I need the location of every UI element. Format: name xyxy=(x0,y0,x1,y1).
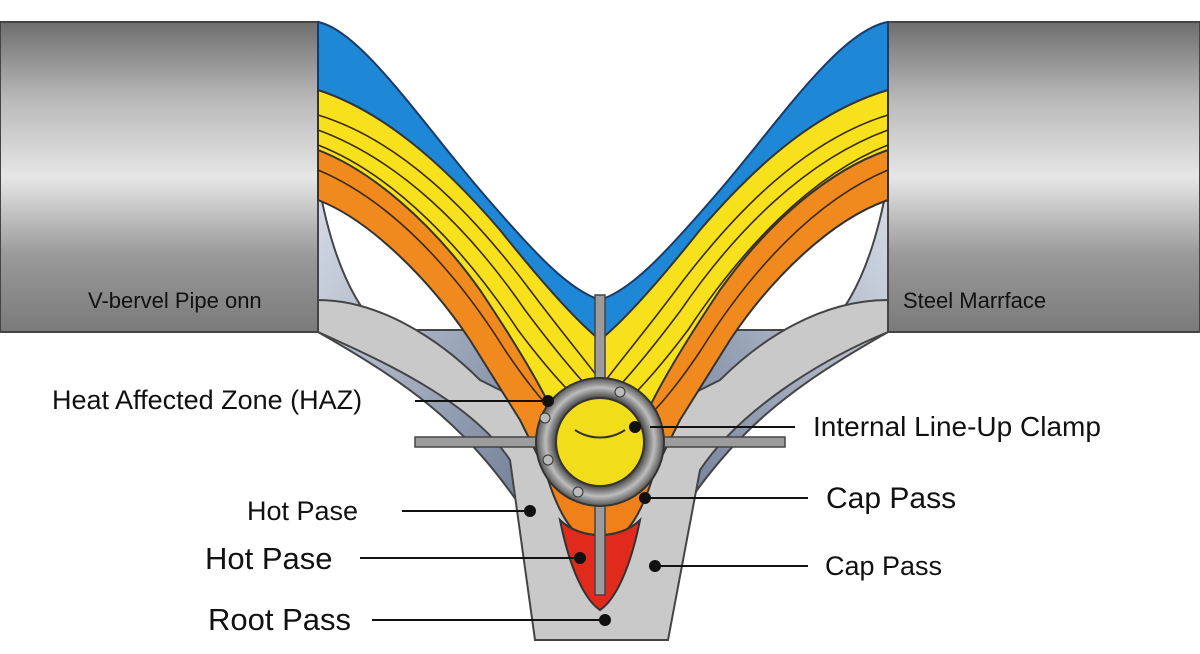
hot-pass-label-2: Hot Pase xyxy=(205,541,333,576)
internal-line-up-clamp xyxy=(414,294,786,596)
pipe-right-label: Steel Marrface xyxy=(903,288,1046,313)
right-pipe xyxy=(887,21,1200,333)
cap-pass-label-1: Cap Pass xyxy=(826,482,956,515)
leader-lines xyxy=(360,395,808,626)
clamp-label: Internal Line-Up Clamp xyxy=(813,411,1101,442)
root-pass-label: Root Pass xyxy=(208,602,351,637)
hot-pass-label-1: Hot Pase xyxy=(247,496,358,526)
pipe-left-label: V-bervel Pipe onn xyxy=(88,288,262,313)
cap-pass-label-2: Cap Pass xyxy=(825,551,942,581)
haz-label: Heat Affected Zone (HAZ) xyxy=(52,385,362,415)
left-pipe xyxy=(0,21,319,333)
